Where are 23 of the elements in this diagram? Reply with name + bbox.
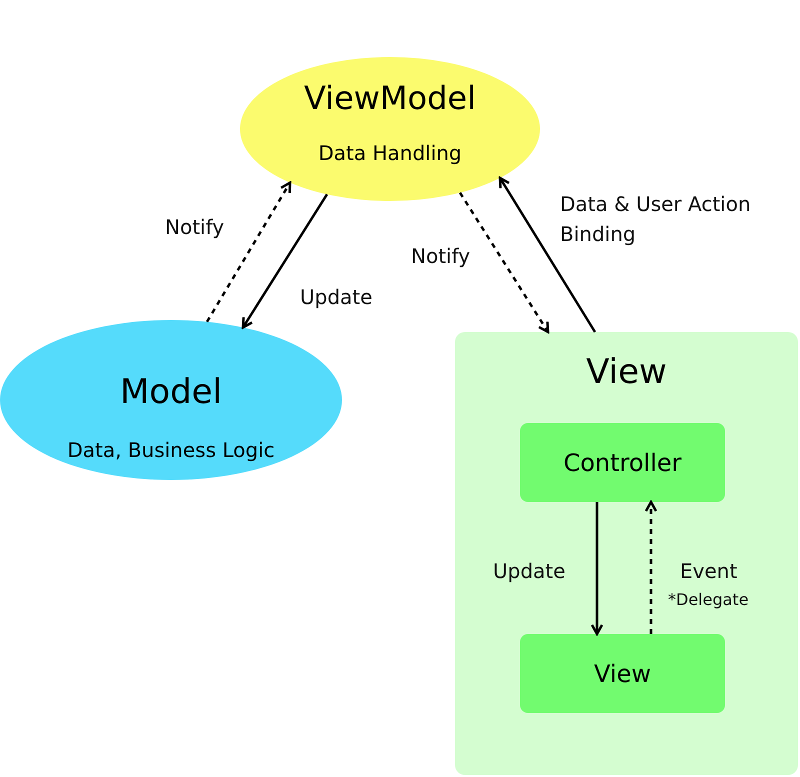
arrow [590,502,604,636]
node-subtitle: Data, Business Logic [66,438,276,462]
edge-label: Data & User Action Binding [560,191,752,248]
process-box [520,423,725,502]
arrow [458,192,550,334]
arrow [644,500,658,634]
node-subtitle: Data Handling [317,141,463,165]
node-title: View [585,352,668,392]
edge-label: Notify [411,243,470,270]
node-title: Model [118,372,224,412]
panel [455,332,798,775]
node-title: View [593,660,652,688]
arrow [498,176,596,333]
node-title: Controller [562,449,683,477]
note-text: *Delegate [668,590,749,609]
edge-label: Update [300,284,372,311]
arrow [242,194,328,329]
process-box [520,634,725,713]
edge-label: Event [680,558,738,585]
edge-label: Notify [165,214,224,241]
edge-label: Update [493,558,566,585]
node-title: ViewModel [302,79,477,117]
arrow [206,181,292,322]
